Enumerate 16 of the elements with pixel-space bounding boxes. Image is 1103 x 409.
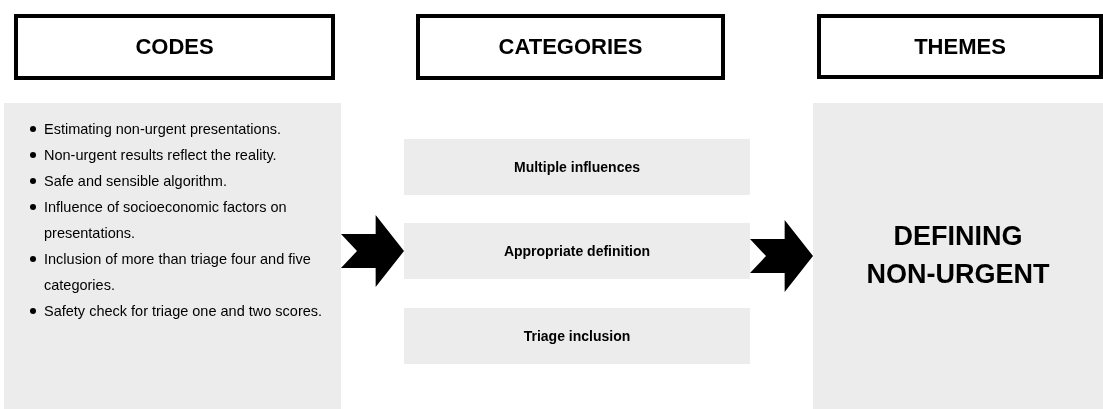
bullet-item: Influence of socioeconomic factors on presentations. — [28, 194, 328, 246]
column-header: THEMES — [817, 14, 1103, 79]
bullet-item: Inclusion of more than triage four and five categories. — [28, 246, 328, 298]
bullet-item: Safety check for triage one and two scores. — [28, 298, 328, 324]
category-box: Multiple influences — [404, 139, 750, 195]
bullet-item: Safe and sensible algorithm. — [28, 168, 328, 194]
bullet-item: Estimating non-urgent presentations. — [28, 116, 328, 142]
block-arrow — [341, 215, 404, 287]
column-header: CODES — [14, 14, 335, 80]
category-box: Triage inclusion — [404, 308, 750, 364]
column-header: CATEGORIES — [416, 14, 725, 80]
theme-panel: DEFINING NON-URGENT — [813, 103, 1103, 409]
bullet-item: Non-urgent results reflect the reality. — [28, 142, 328, 168]
codes-panel — [4, 103, 341, 409]
block-arrow — [750, 220, 813, 292]
category-box: Appropriate definition — [404, 223, 750, 279]
